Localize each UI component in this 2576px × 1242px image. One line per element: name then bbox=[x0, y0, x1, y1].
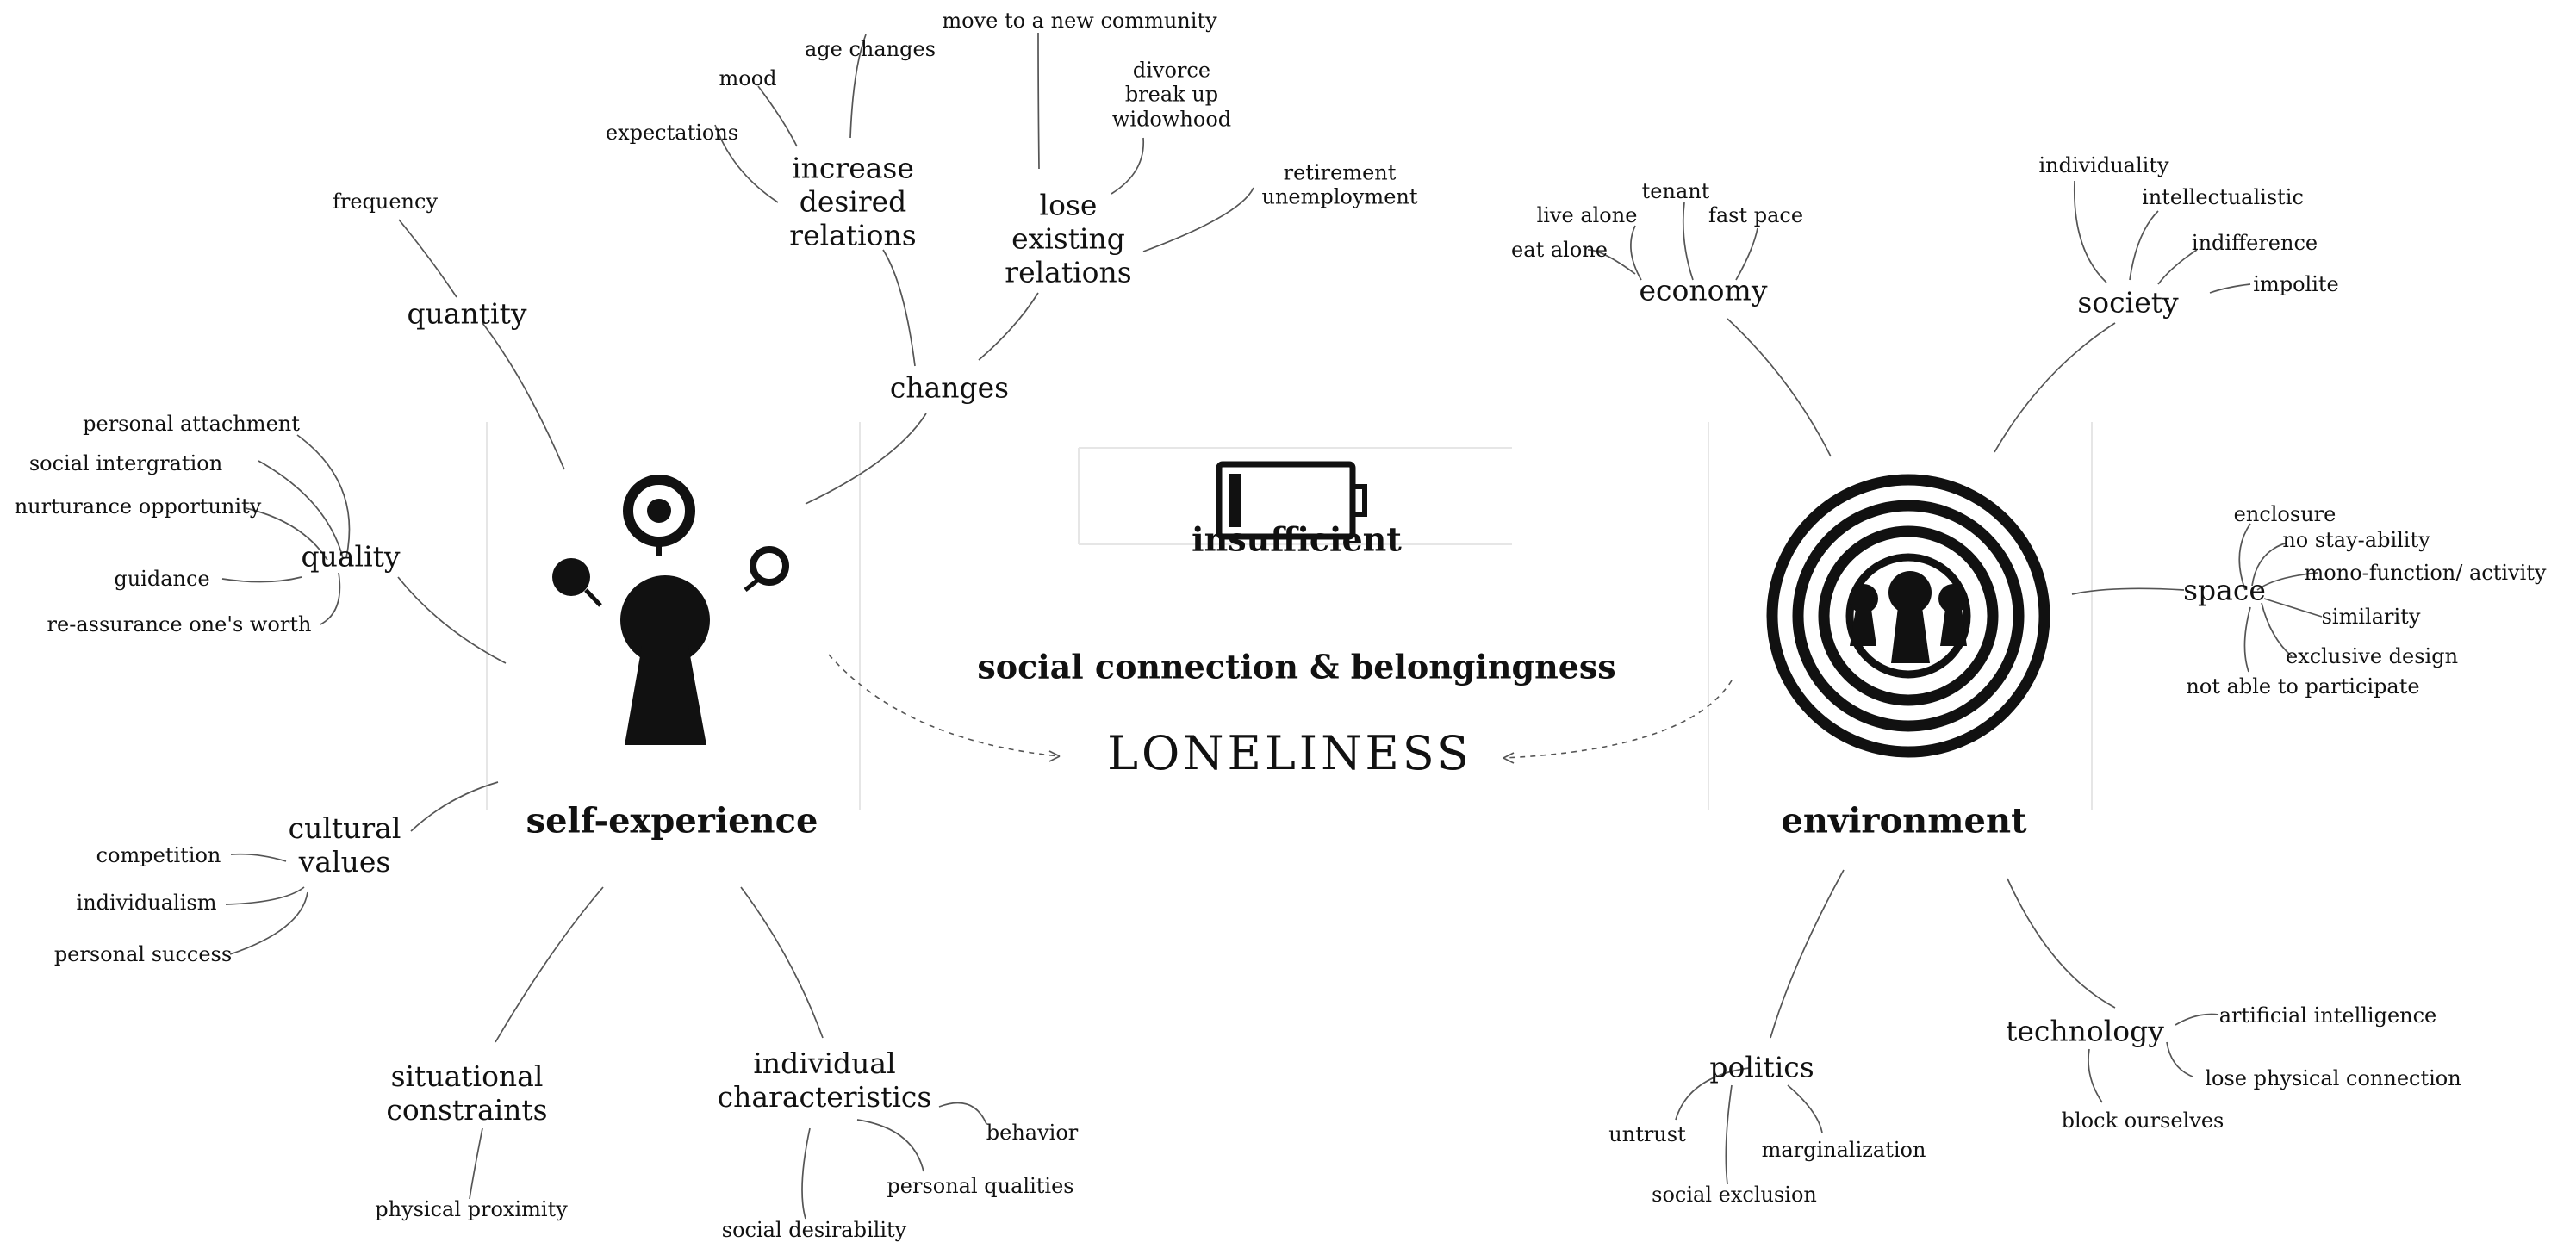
leaf-personal-qualities: personal qualities bbox=[887, 1173, 1074, 1198]
leaf-social-desirability: social desirability bbox=[721, 1217, 907, 1242]
leaf-impolite: impolite bbox=[2253, 271, 2339, 296]
leaf-personal-attachment: personal attachment bbox=[83, 411, 300, 436]
concentric-keyhole-icon bbox=[1766, 474, 2050, 758]
low-battery-icon bbox=[1216, 461, 1367, 540]
leaf-fast-pace: fast pace bbox=[1708, 202, 1804, 227]
leaf-mono-function: mono-function/ activity bbox=[2304, 560, 2547, 585]
leaf-social-exclusion: social exclusion bbox=[1652, 1182, 1817, 1207]
leaf-indifference: indifference bbox=[2191, 230, 2318, 255]
hub-self-experience: self-experience bbox=[526, 800, 818, 841]
node-economy: economy bbox=[1639, 273, 1768, 307]
node-situational-constraints: situational constraints bbox=[386, 1059, 548, 1127]
node-politics: politics bbox=[1709, 1050, 1814, 1084]
node-technology: technology bbox=[2006, 1014, 2164, 1048]
subtitle-line-1: insufficient bbox=[1192, 519, 1402, 559]
leaf-divorce: divorce break up widowhood bbox=[1111, 58, 1232, 132]
center-title: LONELINESS bbox=[1107, 726, 1472, 781]
leaf-move-community: move to a new community bbox=[942, 8, 1217, 33]
node-changes: changes bbox=[889, 370, 1010, 405]
keyhole-person-icon bbox=[552, 475, 789, 745]
leaf-individuality: individuality bbox=[2038, 152, 2169, 177]
leaf-physical-proximity: physical proximity bbox=[375, 1196, 568, 1221]
leaf-no-stay-ability: no stay-ability bbox=[2282, 527, 2430, 552]
leaf-untrust: untrust bbox=[1608, 1121, 1686, 1146]
leaf-not-able-to-participate: not able to participate bbox=[2186, 674, 2420, 699]
leaf-age-changes: age changes bbox=[804, 36, 936, 61]
leaf-exclusive-design: exclusive design bbox=[2285, 643, 2459, 668]
center-subtitle: insufficient social connection & belongi… bbox=[977, 432, 1615, 773]
leaf-intellectualistic: intellectualistic bbox=[2142, 184, 2304, 209]
leaf-enclosure: enclosure bbox=[2233, 501, 2336, 526]
leaf-retirement: retirement unemployment bbox=[1261, 160, 1418, 209]
leaf-expectations: expectations bbox=[605, 120, 739, 145]
leaf-live-alone: live alone bbox=[1536, 202, 1638, 227]
leaf-personal-success: personal success bbox=[53, 941, 233, 966]
leaf-marginalization: marginalization bbox=[1761, 1137, 1926, 1162]
hub-environment: environment bbox=[1781, 800, 2027, 841]
leaf-artificial-intelligence: artificial intelligence bbox=[2218, 1003, 2437, 1028]
leaf-similarity: similarity bbox=[2321, 604, 2421, 629]
subtitle-line-2: social connection & belongingness bbox=[977, 647, 1616, 686]
leaf-block-ourselves: block ourselves bbox=[2061, 1108, 2224, 1133]
leaf-individualism: individualism bbox=[76, 890, 217, 915]
leaf-eat-alone: eat alone bbox=[1511, 237, 1608, 262]
node-increase-desired-relations: increase desired relations bbox=[789, 151, 917, 252]
node-quantity: quantity bbox=[407, 296, 527, 331]
leaf-competition: competition bbox=[96, 842, 221, 867]
leaf-mood: mood bbox=[719, 65, 777, 90]
node-space: space bbox=[2183, 573, 2266, 607]
leaf-social-integration: social intergration bbox=[28, 450, 223, 475]
node-individual-characteristics: individual characteristics bbox=[717, 1046, 932, 1114]
node-lose-existing-relations: lose existing relations bbox=[1005, 188, 1132, 289]
leaf-tenant: tenant bbox=[1641, 178, 1710, 203]
leaf-lose-physical-connection: lose physical connection bbox=[2205, 1065, 2461, 1090]
leaf-behavior: behavior bbox=[986, 1120, 1079, 1145]
leaf-frequency: frequency bbox=[332, 189, 439, 214]
leaf-guidance: guidance bbox=[114, 566, 210, 591]
leaf-reassurance: re-assurance one's worth bbox=[47, 612, 312, 637]
node-cultural-values: cultural values bbox=[288, 811, 401, 879]
node-quality: quality bbox=[301, 539, 401, 574]
node-society: society bbox=[2077, 285, 2179, 320]
leaf-nurturance-opportunity: nurturance opportunity bbox=[14, 494, 262, 519]
